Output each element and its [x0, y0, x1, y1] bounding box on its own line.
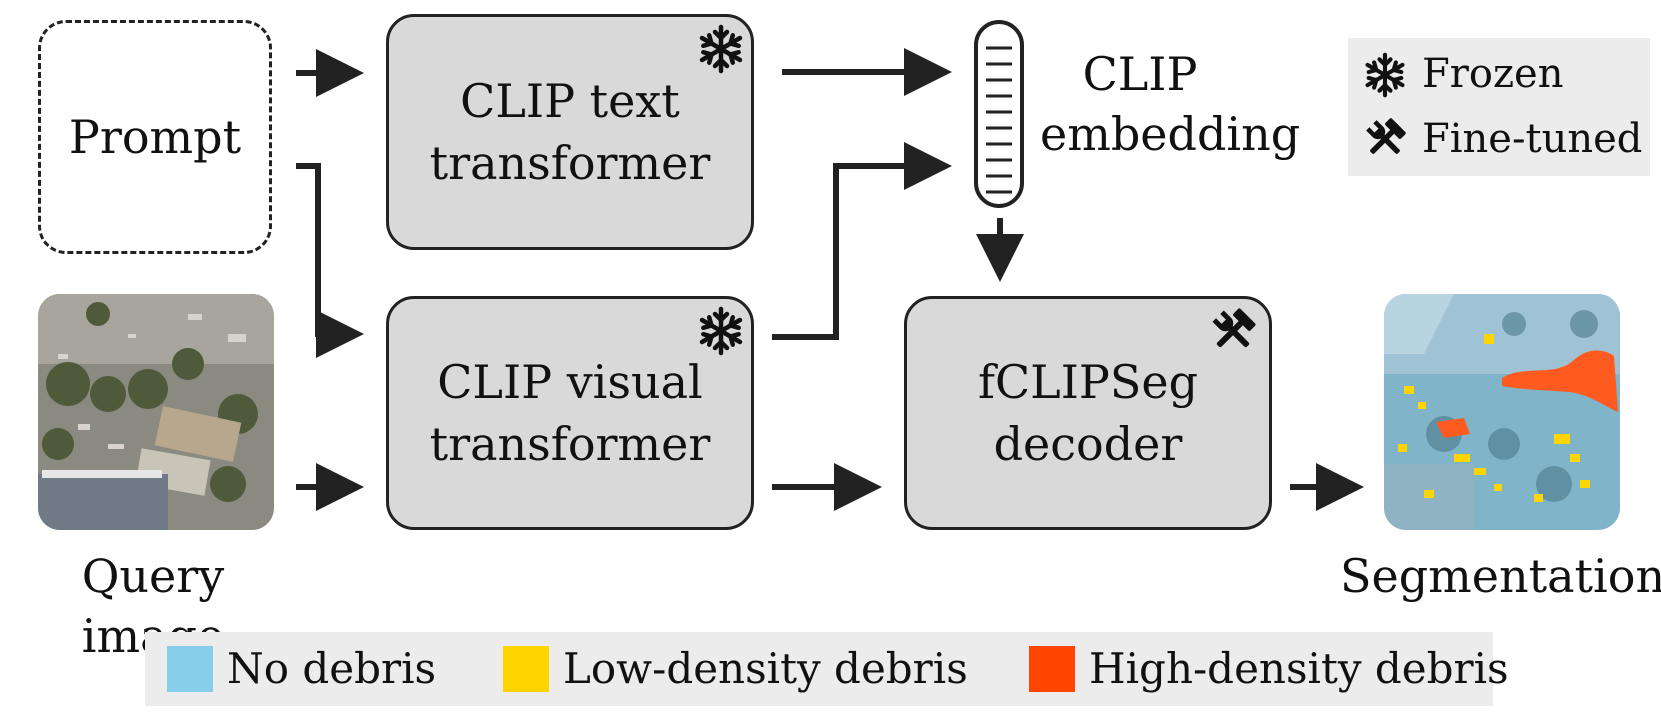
visual-transformer-line2: transformer — [429, 417, 711, 471]
frozen-label: Frozen — [1422, 51, 1564, 97]
finetuned-label: Fine-tuned — [1422, 116, 1643, 162]
arrow-visual-to-embedding — [772, 142, 952, 340]
low-density-label: Low-density debris — [563, 644, 968, 693]
hammer-wrench-icon — [1208, 306, 1258, 356]
query-image — [38, 294, 274, 530]
no-debris-swatch — [167, 646, 213, 692]
embedding-vector-icon — [974, 20, 1024, 208]
clip-text-transformer-block: CLIP text transformer — [386, 14, 754, 250]
decoder-line1: fCLIPSeg — [977, 355, 1199, 409]
low-density-swatch — [503, 646, 549, 692]
embedding-label-line2: embedding — [1040, 107, 1301, 161]
snowflake-icon — [696, 24, 746, 74]
high-density-label: High-density debris — [1089, 644, 1509, 693]
text-transformer-line1: CLIP text — [460, 74, 680, 128]
arrow-prompt-to-visual — [296, 163, 364, 358]
text-transformer-line2: transformer — [429, 136, 711, 190]
embedding-label-line1: CLIP — [1082, 47, 1198, 101]
visual-transformer-line1: CLIP visual — [437, 355, 703, 409]
high-density-swatch — [1029, 646, 1075, 692]
hammer-wrench-icon — [1362, 116, 1408, 162]
class-legend: No debris Low-density debris High-densit… — [145, 632, 1509, 706]
prompt-label: Prompt — [68, 110, 242, 164]
segmentation-label: Segmentation — [1340, 549, 1661, 603]
clip-visual-transformer-block: CLIP visual transformer — [386, 296, 754, 530]
fclipseg-decoder-block: fCLIPSeg decoder — [904, 296, 1272, 530]
snowflake-icon — [696, 306, 746, 356]
snowflake-icon — [1362, 52, 1408, 98]
no-debris-label: No debris — [227, 644, 437, 693]
segmentation-image — [1384, 294, 1620, 530]
prompt-block: Prompt — [38, 20, 272, 254]
status-legend: Frozen Fine-tuned — [1348, 38, 1650, 176]
decoder-line2: decoder — [993, 417, 1183, 471]
clip-embedding-label: CLIP embedding — [1040, 44, 1301, 164]
